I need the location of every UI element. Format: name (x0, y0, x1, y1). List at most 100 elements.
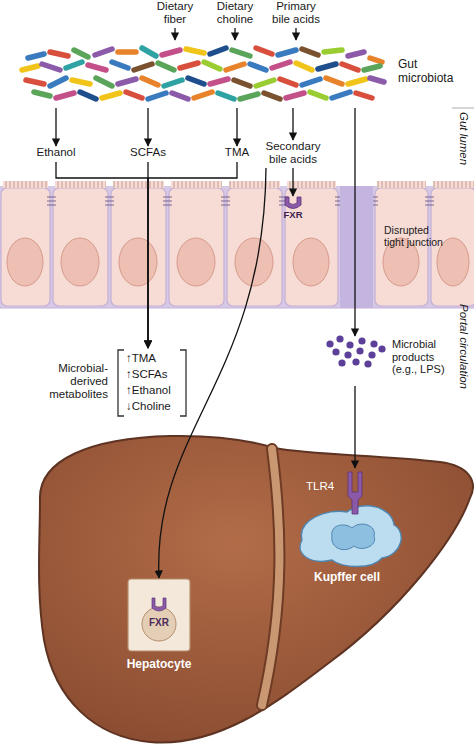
hepatocyte-text: Hepatocyte (109, 658, 209, 672)
gut-microbiota (142, 48, 156, 56)
gut-microbiota (234, 80, 250, 86)
gut-microbiota (148, 93, 166, 99)
intestinal-epithelium (335, 205, 340, 206)
bracket-list-text: ↓Choline (126, 400, 184, 413)
intestinal-epithelium (171, 181, 222, 188)
intestinal-epithelium (47, 197, 56, 198)
gut-microbiota (42, 64, 60, 70)
region-divider (452, 108, 474, 109)
gut-microbiota (256, 80, 274, 86)
microbial-products-text: Microbial products (e.g., LPS) (392, 338, 456, 376)
microbial-products-shape (346, 341, 353, 348)
gut-microbiota (22, 48, 384, 99)
bracket-list-text: ↑Ethanol (126, 384, 184, 397)
gut-microbiota (164, 80, 182, 86)
gut-microbiota (118, 49, 136, 55)
gut-microbiota (50, 52, 68, 56)
intestinal-epithelium (47, 201, 56, 202)
gut-microbiota (364, 66, 380, 70)
gut-microbiota (342, 64, 358, 70)
intestinal-epithelium (221, 205, 230, 206)
input-label: Primary bile acids (268, 0, 324, 28)
gut-microbiota (134, 64, 152, 70)
gut-microbiota (318, 64, 336, 69)
intestinal-epithelium (163, 201, 172, 202)
intestinal-epithelium (0, 181, 474, 308)
gut-microbiota (356, 93, 372, 98)
intestinal-epithelium (377, 181, 426, 188)
gut-microbiota (142, 78, 158, 85)
gut-microbiota (310, 92, 326, 98)
metabolite-label-text: TMA (220, 146, 254, 159)
gut-microbiota (240, 94, 258, 99)
gut-microbiota (278, 50, 296, 55)
gut-microbiota (302, 79, 320, 85)
gut-microbiota (302, 49, 318, 55)
gut-microbiota (264, 93, 280, 99)
gut-microbiota (296, 63, 312, 70)
gut-microbiota (324, 50, 342, 52)
microbial-products-shape (356, 347, 363, 354)
arrow-connector (292, 108, 293, 140)
liver (39, 436, 473, 743)
arrow-connector (148, 162, 237, 348)
arrow-connector (236, 108, 237, 146)
gut-microbiota (286, 93, 304, 98)
gut-microbiota (370, 58, 382, 62)
input-label-text: Dietary choline (208, 0, 262, 26)
intestinal-epithelium (119, 238, 157, 286)
gut-microbiota (126, 92, 142, 98)
metabolite-label: Ethanol (30, 146, 82, 162)
input-label: Dietary choline (208, 0, 262, 28)
gut-microbiota (95, 49, 112, 55)
gut-microbiota (272, 62, 290, 68)
microbial-products-shape (332, 348, 339, 355)
intestinal-epithelium (169, 188, 224, 306)
gut-microbiota (186, 49, 204, 53)
intestinal-epithelium (105, 197, 114, 198)
input-label-text: Dietary fiber (150, 0, 200, 26)
gut-microbiota (172, 93, 188, 99)
microbial-products-shape (352, 358, 359, 365)
gut-microbiota (370, 78, 384, 82)
microbiota-band: Gut microbiota (18, 40, 466, 108)
kupffer-cell-text: Kupffer cell (282, 571, 412, 585)
gut-microbiota (56, 93, 74, 98)
intestinal-epithelium (373, 201, 378, 202)
gut-microbiota (102, 93, 120, 98)
region-label: Gut lumen (457, 112, 470, 165)
intestinal-epithelium (3, 181, 48, 188)
metabolite-label: TMA (220, 146, 254, 162)
liver (262, 449, 279, 705)
kupffer-cell-shape (348, 472, 362, 514)
hepatocyte-shape (152, 598, 166, 611)
gut-microbiota (74, 50, 88, 57)
intestinal-epithelium (287, 181, 336, 188)
intestinal-epithelium (1, 188, 474, 306)
gut-microbiota (26, 80, 44, 84)
microbiota-band-text: Gut microbiota (398, 58, 466, 86)
microbial-products-shape (370, 340, 377, 347)
metabolite-label-text: Secondary bile acids (258, 140, 328, 166)
microbial-products-shape (326, 340, 333, 347)
gut-microbiota (348, 79, 366, 84)
intestinal-epithelium (340, 186, 373, 308)
intestinal-epithelium (227, 188, 282, 306)
region-label: Portal circulation (457, 304, 470, 389)
microbial-products-shape (336, 335, 343, 342)
microbial-products-shape (368, 351, 375, 358)
liver (39, 436, 473, 743)
gut-microbiota (80, 92, 96, 99)
gut-microbiota (332, 92, 350, 98)
gut-microbiota (210, 48, 226, 54)
fxr-receptor: FXR (280, 196, 306, 224)
gut-microbiota (210, 79, 228, 84)
bracket-list-shape (180, 350, 186, 416)
intestinal-epithelium (229, 181, 280, 188)
arrow-connector (56, 162, 148, 348)
gut-microbiota (250, 64, 266, 70)
gut-microbiota (50, 78, 66, 86)
gut-microbiota (188, 78, 204, 84)
intestinal-epithelium (285, 188, 338, 306)
